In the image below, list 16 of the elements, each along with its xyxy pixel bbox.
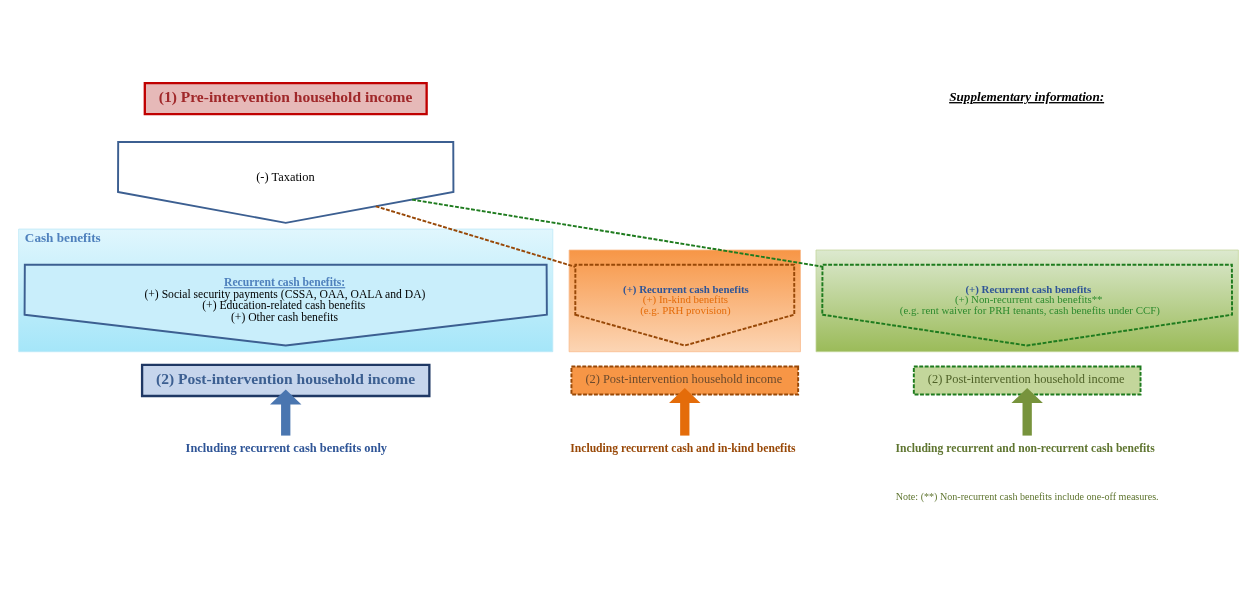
- connector: [411, 198, 824, 268]
- arrow: [270, 389, 302, 436]
- cluster: [815, 249, 1239, 352]
- node-text: Including recurrent and non-recurrent cash benefits: [895, 441, 1155, 454]
- node-box: (1) Pre-intervention household income: [143, 81, 428, 115]
- arrow: [669, 387, 701, 436]
- cluster: [568, 249, 801, 352]
- arrow: [1011, 387, 1043, 436]
- node-box: (2) Post-intervention household income: [912, 365, 1142, 395]
- label: Supplementary information:: [949, 88, 1105, 104]
- connector: [374, 204, 577, 268]
- node-box: (2) Post-intervention household income: [570, 365, 800, 395]
- node-text: Including recurrent cash benefits only: [185, 440, 388, 455]
- label: Note: (**) Non-recurrent cash benefits include one-off measures.: [895, 490, 1159, 502]
- node-box: (2) Post-intervention household income: [140, 363, 431, 397]
- node-text: Including recurrent cash and in-kind benefits: [570, 441, 796, 454]
